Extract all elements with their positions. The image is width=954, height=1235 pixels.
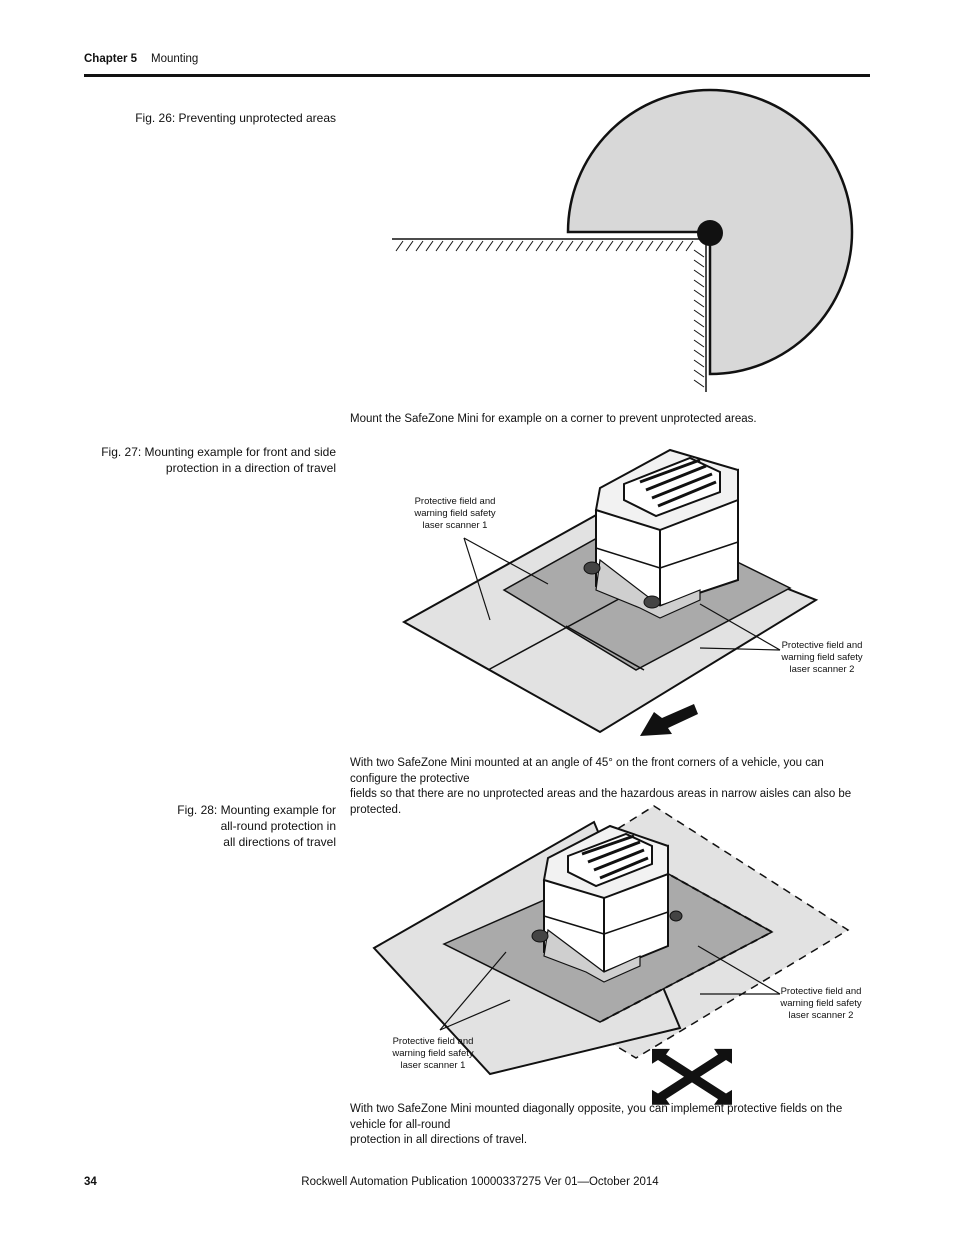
wall-hatch-mark [415,240,424,252]
fig26-body: Mount the SafeZone Mini for example on a… [350,413,757,425]
wall-hatch-mark [465,240,474,252]
fig27-scanner1 [583,561,601,575]
page-number: 34 [84,1176,97,1188]
wall-hatch-mark [693,309,705,318]
fig27-scanner2 [643,595,661,609]
fig27-caption-line2: protection in a direction of travel [165,461,336,475]
header-rule [84,74,870,77]
wall-hatch-mark [693,269,705,278]
wall-hatch-mark [555,240,564,252]
wall-hatch-mark [625,240,634,252]
fig28-vehicle [531,824,683,983]
wall-hatch-mark [455,240,464,252]
wall-hatch-mark [693,259,705,268]
wall-hatch-mark [693,289,705,298]
fig27-diagram [401,448,819,736]
wall-hatch-mark [435,240,444,252]
wall-hatch-mark [693,299,705,308]
fig26-caption: Fig. 26: Preventing unprotected areas [135,111,336,125]
fig28-body: With two SafeZone Mini mounted diagonall… [350,1103,843,1146]
wall-hatch-mark [645,240,654,252]
wall-hatch-mark [693,329,705,338]
section-title: Mounting [151,53,199,65]
fig27-vehicle [583,448,739,619]
wall-hatch-mark [693,339,705,348]
wall-hatch-mark [535,240,544,252]
fig26-scanner [697,220,723,246]
fig27-caption: Fig. 27: Mounting example for front and … [86,444,336,476]
wall-hatch-mark [685,240,694,252]
wall-hatch-mark [545,240,554,252]
fig28-scanner1 [531,929,549,943]
wall-hatch-mark [615,240,624,252]
wall-hatch-mark [565,240,574,252]
wall-hatch-mark [575,240,584,252]
wall-hatch-mark [505,240,514,252]
wall-hatch-mark [693,359,705,368]
wall-hatch-mark [525,240,534,252]
wall-hatch-mark [595,240,604,252]
fig27-caption-line1: Fig. 27: Mounting example for front and … [101,445,336,459]
fig28-label-scanner2: Protective field and warning field safet… [780,986,862,1021]
fig26-protective-field [566,88,854,376]
fig28-caption-line1: Fig. 28: Mounting example for [177,803,336,817]
wall-hatch-mark [675,240,684,252]
fig26-diagram [392,88,854,392]
chapter-label: Chapter 5 [84,53,138,65]
fig28-caption: Fig. 28: Mounting example for all-round … [86,802,336,850]
wall-hatch-mark [693,369,705,378]
fig28-scanner2 [669,910,683,922]
wall-hatch-mark [495,240,504,252]
fig28-caption-line2: all-round protection in [220,819,336,833]
fig27-body: With two SafeZone Mini mounted at an ang… [350,757,852,816]
wall-hatch-mark [395,240,404,252]
fig28-caption-line3: all directions of travel [223,835,336,849]
wall-hatch-mark [655,240,664,252]
wall-hatch-mark [665,240,674,252]
wall-hatch-mark [425,240,434,252]
wall-hatch-mark [515,240,524,252]
wall-hatch-mark [405,240,414,252]
wall-hatch-mark [693,279,705,288]
wall-hatch-mark [635,240,644,252]
wall-hatch-mark [605,240,614,252]
fig28-all-directions-icon [652,1048,732,1105]
wall-hatch-mark [693,379,705,388]
wall-hatch-mark [585,240,594,252]
fig27-travel-arrow-icon [640,704,698,736]
fig27-label-scanner1: Protective field and warning field safet… [414,496,496,531]
wall-hatch-mark [485,240,494,252]
fig28-diagram [372,805,850,1105]
wall-hatch-mark [693,249,705,258]
fig27-label-scanner2: Protective field and warning field safet… [781,640,863,675]
wall-hatch-mark [445,240,454,252]
wall-hatch-mark [475,240,484,252]
wall-hatch-mark [693,319,705,328]
publication-info: Rockwell Automation Publication 10000337… [301,1176,659,1188]
wall-hatch-mark [693,349,705,358]
fig28-label-scanner1: Protective field and warning field safet… [392,1036,474,1071]
